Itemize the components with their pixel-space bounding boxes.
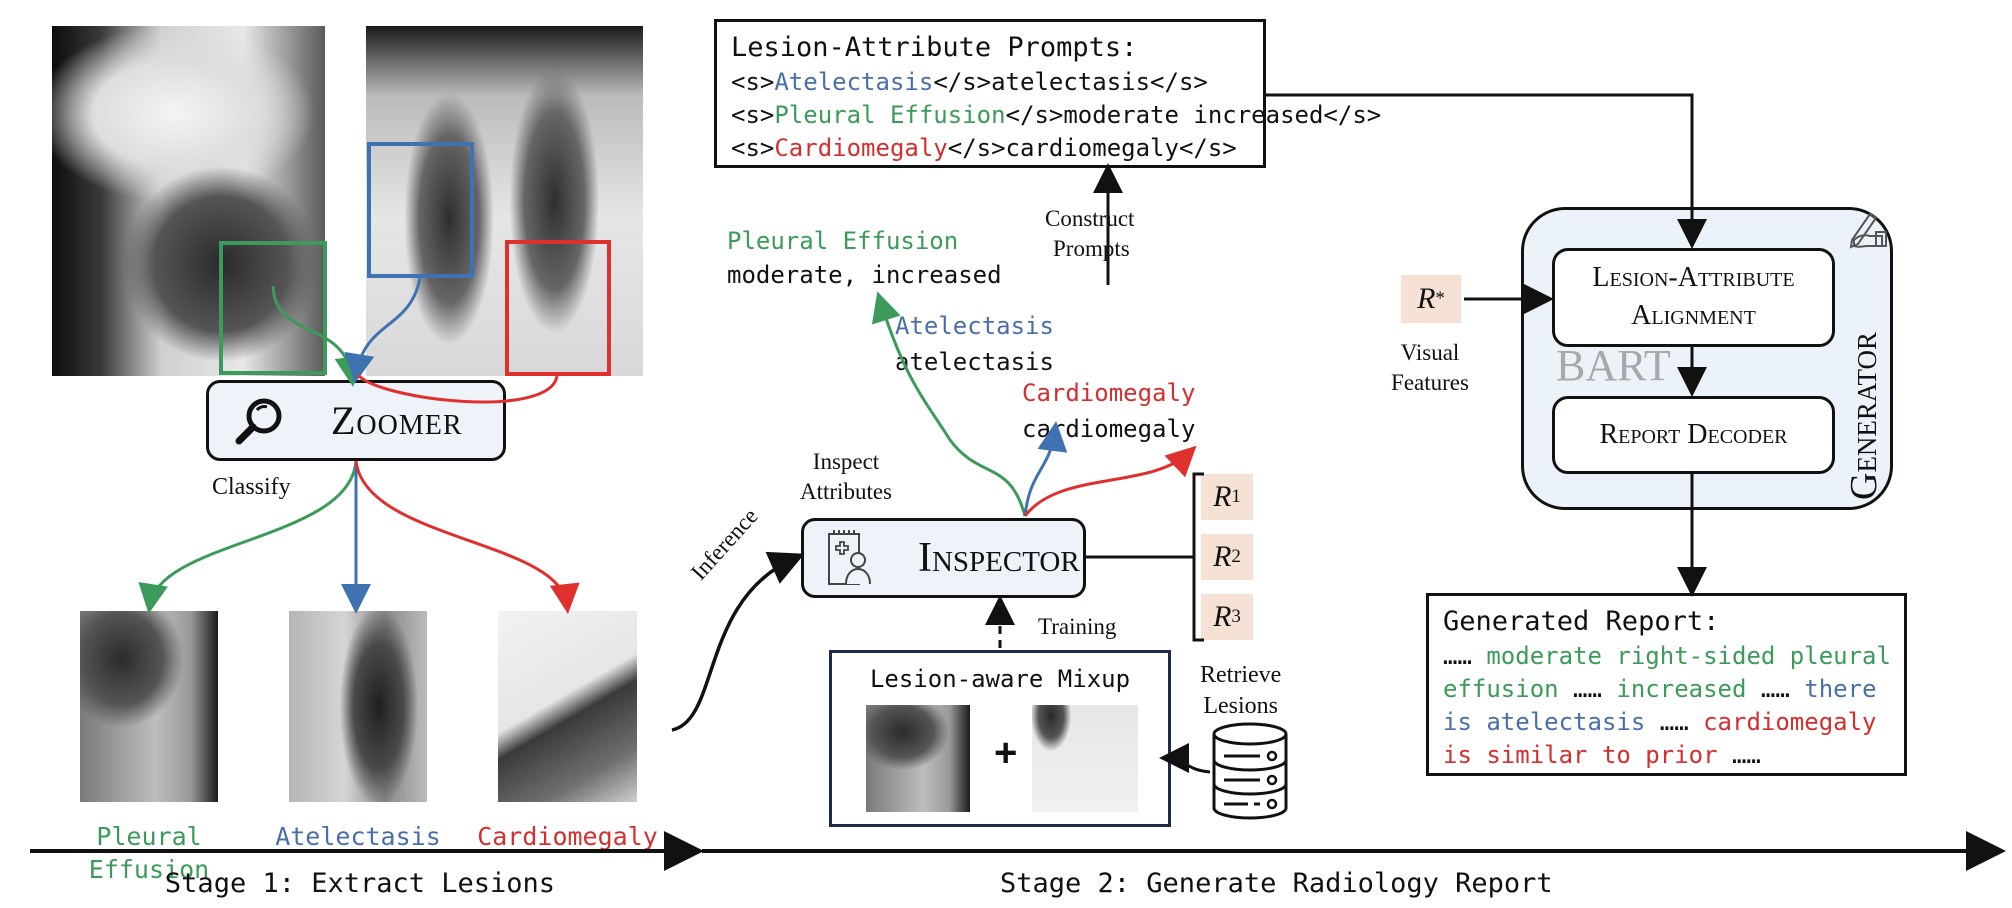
report-segment: …… [1573,675,1617,703]
pleural-effusion-crop [80,611,218,802]
pleural-effusion-region-box [219,241,327,375]
visual-feature-r-star: R* [1401,275,1461,323]
attribute-cardiomegaly: Cardiomegaly cardiomegaly [1022,379,1196,443]
bart-backbone-label: BART [1556,341,1671,390]
arrow-inference [671,551,805,732]
retrieve-lesions-label: Retrieve Lesions [1200,662,1282,719]
lesion-aware-mixup-box: Lesion-aware Mixup + [829,650,1171,827]
mixup-lesion-image-b [1032,705,1138,812]
database-icon [1212,722,1288,820]
attribute-pleural-effusion: Pleural Effusion moderate, increased [727,227,1002,289]
construct-prompts-label: Construct Prompts [1045,206,1135,261]
report-decoder-block: Report Decoder [1552,396,1835,474]
report-segment: there [1804,675,1877,703]
atelectasis-region-box [367,142,474,278]
lesion-attribute-alignment-block: Lesion-Attribute Alignment [1552,248,1835,347]
report-segment: …… [1443,642,1487,670]
inference-label: Inference [686,503,763,585]
cardiomegaly-region-box [505,240,611,376]
training-label: Training [1038,614,1117,639]
inspector-module: Inspector [801,518,1086,598]
arrow-inspector-to-cardiomegaly [1023,445,1197,517]
report-line: effusion …… increased …… there [1443,673,1890,706]
stage2-axis-label: Stage 2: Generate Radiology Report [1000,868,1553,899]
mixup-title: Lesion-aware Mixup [869,665,1131,693]
report-segment: …… [1760,675,1805,703]
report-line: is atelectasis …… cardiomegaly [1443,706,1890,739]
crop-label-atelectasis: Atelectasis [275,822,441,851]
crop-label-pleural-effusion: Pleural Effusion [88,822,210,884]
cardiomegaly-crop [498,611,637,802]
generated-report-box: Generated Report: …… moderate right-side… [1426,593,1907,776]
writing-hand-icon [1849,212,1887,249]
zoomer-module: Zoomer [206,380,506,461]
report-line: …… moderate right-sided pleural [1443,640,1891,673]
stage1-axis-label: Stage 1: Extract Lesions [164,868,556,899]
inspect-attributes-label: Inspect Attributes [800,449,892,504]
report-segment: …… [1731,741,1761,769]
generator-module: Lesion-Attribute Alignment BART Report D… [1521,207,1893,510]
mixup-lesion-image-a [866,705,970,812]
crop-label-cardiomegaly: Cardiomegaly [477,822,658,851]
report-segment: moderate right-sided pleural [1486,642,1891,670]
report-line: is similar to prior …… [1443,739,1890,772]
report-segment: cardiomegaly [1703,708,1877,736]
prompt-line: <s>Pleural Effusion</s>moderate increase… [731,101,1382,129]
prompt-line: <s>Cardiomegaly</s>cardiomegaly</s> [731,134,1237,162]
report-segment: …… [1659,708,1704,736]
atelectasis-crop [289,611,427,802]
mixup-plus-sign: + [994,731,1018,775]
report-segment: effusion [1443,675,1574,703]
prompt-line: <s>Atelectasis</s>atelectasis</s> [731,68,1208,96]
attribute-atelectasis: Atelectasis atelectasis [895,312,1054,376]
magnifier-icon [235,398,282,444]
visual-features-label: Visual Features [1391,340,1469,395]
lesion-attribute-prompts-box: Lesion-Attribute Prompts: <s>Atelectasis… [714,19,1382,168]
prompts-title: Lesion-Attribute Prompts: [731,32,1138,63]
doctor-clipboard-icon [828,530,871,585]
generator-title: Generator [1843,332,1885,500]
arrow-retrieve-lesions [1159,743,1211,774]
report-segment: is similar to prior [1443,741,1732,769]
inspector-title: Inspector [918,535,1080,581]
zoomer-title: Zoomer [331,398,463,443]
classify-label: Classify [212,474,291,500]
report-title: Generated Report: [1443,606,1720,637]
report-segment: is atelectasis [1443,708,1660,736]
arrow-zoomer-to-cardiomegaly [354,460,580,614]
report-segment: increased [1616,675,1761,703]
